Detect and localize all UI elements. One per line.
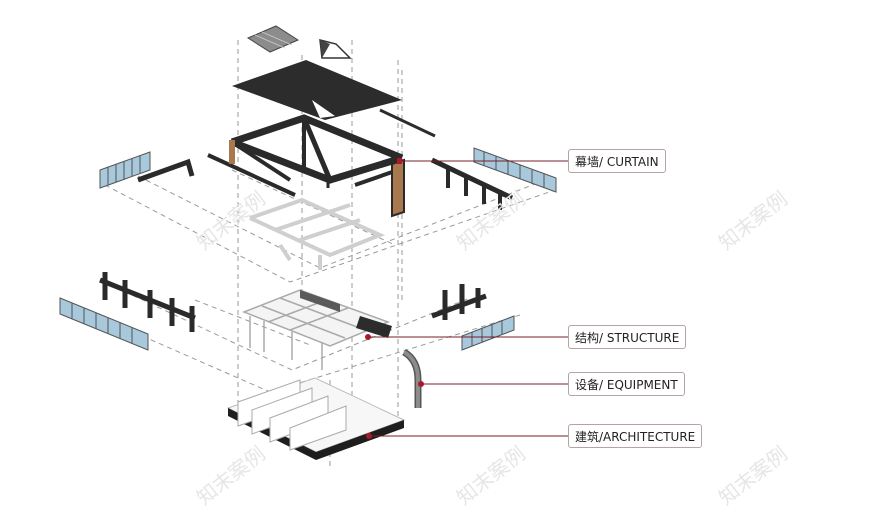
label-curtain: 幕墙/ CURTAIN [568,149,666,173]
exploded-axonometric-diagram [59,25,568,470]
ghost-equipment-layer [249,197,386,270]
curtain-fins-right-lower [431,284,515,351]
curtain-fins-left-lower [59,272,196,351]
curtain-frame [207,114,404,197]
curtain-fins-right-upper [430,147,557,210]
roof-plate [232,60,436,138]
curtain-fins-left-upper [99,151,195,189]
equipment-duct [402,348,422,408]
label-architecture: 建筑/ARCHITECTURE [568,424,703,448]
leader-lines [368,160,568,437]
skylight-panels [246,25,352,59]
label-equipment: 设备/ EQUIPMENT [568,372,685,396]
curtain-marker [397,158,402,164]
architecture-base [226,377,406,460]
wood-post-right [391,158,405,218]
structure-slab [241,289,392,370]
wood-post-left [229,140,235,164]
label-structure: 结构/ STRUCTURE [568,325,687,349]
